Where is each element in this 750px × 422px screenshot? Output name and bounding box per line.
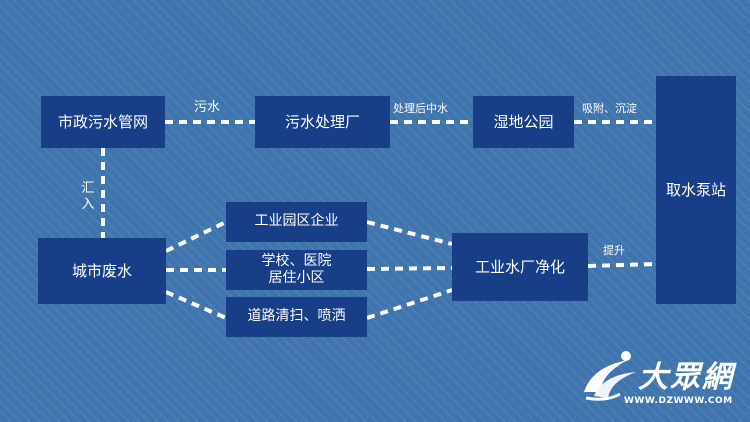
- connector-road-to-plant: [366, 288, 453, 320]
- node-wetland: 湿地公园: [473, 96, 574, 148]
- edge-label-sewage: 污水: [194, 100, 221, 115]
- node-label: 城市废水: [71, 261, 132, 280]
- edge-label-adsorb: 吸附、沉淀: [582, 102, 637, 115]
- node-label: 污水处理厂: [284, 112, 360, 131]
- node-schools-hospitals: 学校、医院 居住小区: [226, 250, 367, 290]
- connector-city-to-road: [165, 290, 227, 320]
- watermark-brand: 大眾網: [638, 360, 734, 395]
- edge-label-inflow: 汇入: [81, 181, 95, 212]
- node-label: 工业园区企业: [254, 213, 339, 230]
- connector-city-to-park: [165, 220, 227, 253]
- node-label: 市政污水管网: [57, 112, 148, 131]
- watermark-url: WWW.DZWWW.COM: [624, 396, 733, 406]
- node-industrial-water-plant: 工业水厂净化: [452, 233, 588, 301]
- node-label: 取水泵站: [665, 180, 726, 199]
- node-road-cleaning: 道路清扫、喷洒: [226, 297, 367, 337]
- node-sewage-plant: 污水处理厂: [255, 96, 390, 148]
- connector-park-to-plant: [366, 220, 453, 246]
- node-city-wastewater: 城市废水: [38, 238, 166, 304]
- node-label: 湿地公园: [493, 112, 554, 131]
- node-pump-station: 取水泵站: [656, 76, 736, 304]
- edge-label-lift: 提升: [603, 244, 625, 257]
- node-municipal-pipe: 市政污水管网: [41, 96, 165, 148]
- edge-label-treated: 处理后中水: [393, 102, 448, 115]
- node-label: 学校、医院 居住小区: [261, 252, 332, 287]
- watermark-logo: 大眾網 WWW.DZWWW.COM: [576, 344, 736, 416]
- node-label: 工业水厂净化: [474, 257, 565, 276]
- node-industrial-park: 工业园区企业: [226, 202, 367, 242]
- connector-plant-to-pump: [587, 262, 657, 268]
- connector-school-to-plant: [366, 266, 453, 271]
- node-label: 道路清扫、喷洒: [247, 308, 346, 325]
- swirl-logo-icon: [584, 351, 636, 401]
